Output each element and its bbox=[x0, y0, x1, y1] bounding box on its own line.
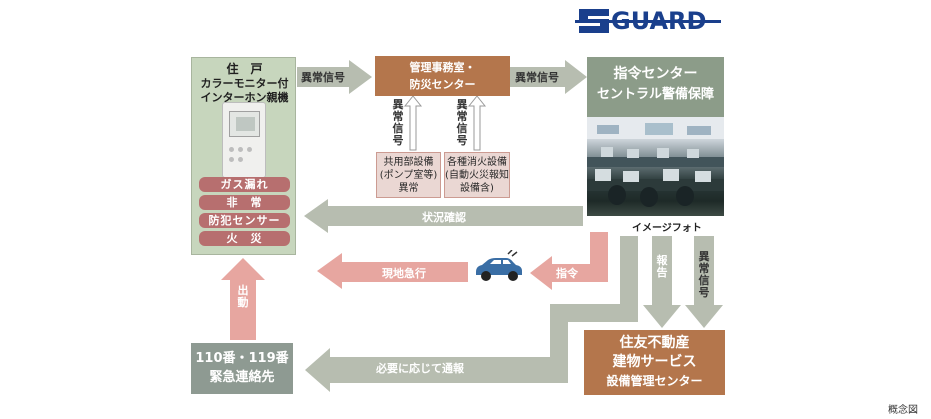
emergency-contact-box: 110番・119番 緊急連絡先 bbox=[191, 343, 293, 394]
common-line-1: 共用部設備 bbox=[383, 157, 434, 168]
arrow-dispatch bbox=[221, 258, 265, 340]
arrow-report bbox=[643, 236, 681, 328]
alarm-fire: 火 災 bbox=[199, 231, 290, 246]
patrol-car-icon-graphic bbox=[476, 249, 522, 281]
diagram-caption: 概念図 bbox=[888, 405, 918, 416]
intercom-button-icon bbox=[229, 147, 234, 152]
sumitomo-line-2: 建物サービス bbox=[612, 354, 697, 370]
patrol-car-icon bbox=[472, 249, 528, 284]
alarm-gas-leak: ガス漏れ bbox=[199, 177, 290, 192]
intercom-device-image bbox=[222, 102, 266, 178]
common-equipment-box: 共用部設備 (ポンプ室等) 異常 bbox=[376, 152, 441, 198]
unit-subtitle-2: インターホン親機 bbox=[200, 91, 289, 104]
intercom-screen bbox=[229, 111, 260, 137]
emergency-line-1: 110番・119番 bbox=[195, 351, 289, 366]
fire-line-2: (自動火災報知 bbox=[445, 170, 509, 181]
intercom-button-icon bbox=[247, 147, 252, 152]
unit-title: 住 戸 bbox=[226, 62, 263, 76]
sumitomo-line-1: 住友不動産 bbox=[619, 335, 690, 351]
intercom-button-icon bbox=[238, 157, 243, 162]
arrow-status-check bbox=[304, 199, 583, 233]
fire-line-1: 各種消火設備 bbox=[447, 157, 507, 168]
command-center-photo bbox=[587, 117, 724, 216]
arrow-command-to-car bbox=[530, 232, 608, 290]
label-abnormal-signal-vertical: 異常信号 bbox=[698, 250, 710, 299]
label-rush: 現地急行 bbox=[382, 267, 426, 280]
label-report: 報告 bbox=[656, 254, 668, 279]
command-center-box: 指令センター セントラル警備保障 bbox=[587, 57, 724, 216]
arrow-unit-to-management bbox=[297, 60, 372, 94]
label-status-check: 状況確認 bbox=[422, 211, 466, 224]
arrow-as-needed bbox=[305, 236, 638, 392]
label-abnormal-signal-2: 異常信号 bbox=[515, 71, 559, 84]
label-vertical-signal-common: 異常信号 bbox=[392, 98, 404, 147]
residence-unit-box: 住 戸 カラーモニター付 インターホン親機 ガス漏れ 非 常 防犯センサー 火 … bbox=[191, 57, 296, 255]
fire-equipment-box: 各種消火設備 (自動火災報知 設備含) bbox=[444, 152, 510, 198]
alarm-emergency: 非 常 bbox=[199, 195, 290, 210]
arrow-abnormal-right bbox=[685, 236, 723, 328]
command-center-title: 指令センター bbox=[613, 66, 698, 82]
management-line-2: 防災センター bbox=[409, 78, 476, 91]
intercom-button-icon bbox=[238, 147, 243, 152]
command-center-subtitle: セントラル警備保障 bbox=[596, 87, 714, 102]
management-line-1: 管理事務室・ bbox=[409, 61, 476, 74]
sumitomo-facility-center-box: 住友不動産 建物サービス 設備管理センター bbox=[584, 330, 725, 395]
intercom-button-icon bbox=[229, 157, 234, 162]
label-command: 指令 bbox=[556, 267, 578, 280]
photo-caption: イメージフォト bbox=[632, 223, 702, 234]
arrow-management-to-command bbox=[510, 60, 587, 94]
alarm-security-sensor: 防犯センサー bbox=[199, 213, 290, 228]
label-dispatch: 出動 bbox=[237, 284, 249, 309]
label-vertical-signal-fire: 異常信号 bbox=[456, 98, 468, 147]
logo-text: GUARD bbox=[611, 7, 707, 35]
management-office-box: 管理事務室・ 防災センター bbox=[375, 56, 510, 96]
common-line-2: (ポンプ室等) bbox=[379, 170, 438, 181]
arrow-common-to-management bbox=[403, 95, 423, 151]
sumitomo-line-3: 設備管理センター bbox=[606, 374, 703, 388]
unit-subtitle-1: カラーモニター付 bbox=[200, 77, 289, 90]
label-as-needed: 必要に応じて通報 bbox=[376, 362, 464, 375]
sguard-logo-mark bbox=[575, 5, 721, 37]
label-abnormal-signal-1: 異常信号 bbox=[301, 71, 345, 84]
arrow-rush bbox=[317, 253, 468, 289]
common-line-3: 異常 bbox=[398, 183, 419, 194]
intercom-screen-display bbox=[236, 117, 255, 131]
emergency-line-2: 緊急連絡先 bbox=[209, 370, 275, 385]
sguard-logo: GUARD bbox=[575, 5, 721, 37]
command-center-photo-illustration bbox=[587, 117, 724, 207]
arrow-fire-to-management bbox=[467, 95, 487, 151]
fire-line-3: 設備含) bbox=[460, 183, 494, 194]
